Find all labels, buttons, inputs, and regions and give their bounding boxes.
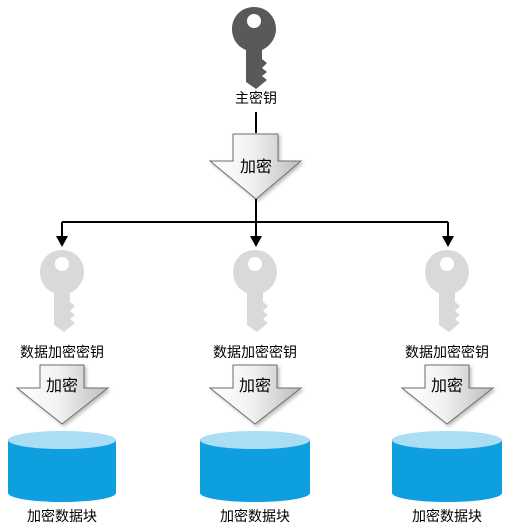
encrypt-arrow [15, 364, 110, 425]
master-encrypt-label: 加密 [240, 157, 272, 176]
database-cylinder-icon [8, 431, 116, 502]
arrowhead-left [56, 236, 68, 247]
data-key-label: 数据加密密钥 [20, 344, 104, 361]
master-key-icon [232, 7, 276, 89]
database-cylinder-icon [200, 431, 310, 502]
branch-arrowheads [56, 236, 454, 247]
encrypt-arrow [208, 364, 303, 425]
branch-3: 数据加密密钥 加密 加密数据块 [392, 250, 502, 525]
data-key-label: 数据加密密钥 [213, 344, 297, 361]
data-key-icon [233, 250, 277, 332]
data-key-label: 数据加密密钥 [405, 344, 489, 361]
branch-2: 数据加密密钥 加密 加密数据块 [200, 250, 310, 525]
arrowhead-center [250, 236, 262, 247]
encrypt-label: 加密 [431, 376, 463, 395]
arrowhead-right [442, 236, 454, 247]
encrypt-label: 加密 [239, 376, 271, 395]
master-key-label: 主密钥 [235, 90, 277, 107]
data-key-icon [425, 250, 469, 332]
branch-1: 数据加密密钥 加密 加密数据块 [8, 250, 116, 525]
database-cylinder-icon [392, 431, 502, 502]
master-encrypt-arrow [208, 133, 303, 200]
data-key-icon [40, 250, 84, 332]
data-block-label: 加密数据块 [27, 508, 97, 525]
data-block-label: 加密数据块 [412, 508, 482, 525]
master-key-shape [232, 7, 276, 89]
encrypt-arrow [400, 364, 495, 425]
data-block-label: 加密数据块 [220, 508, 290, 525]
encrypt-label: 加密 [46, 376, 78, 395]
branch-connectors [61, 199, 449, 238]
